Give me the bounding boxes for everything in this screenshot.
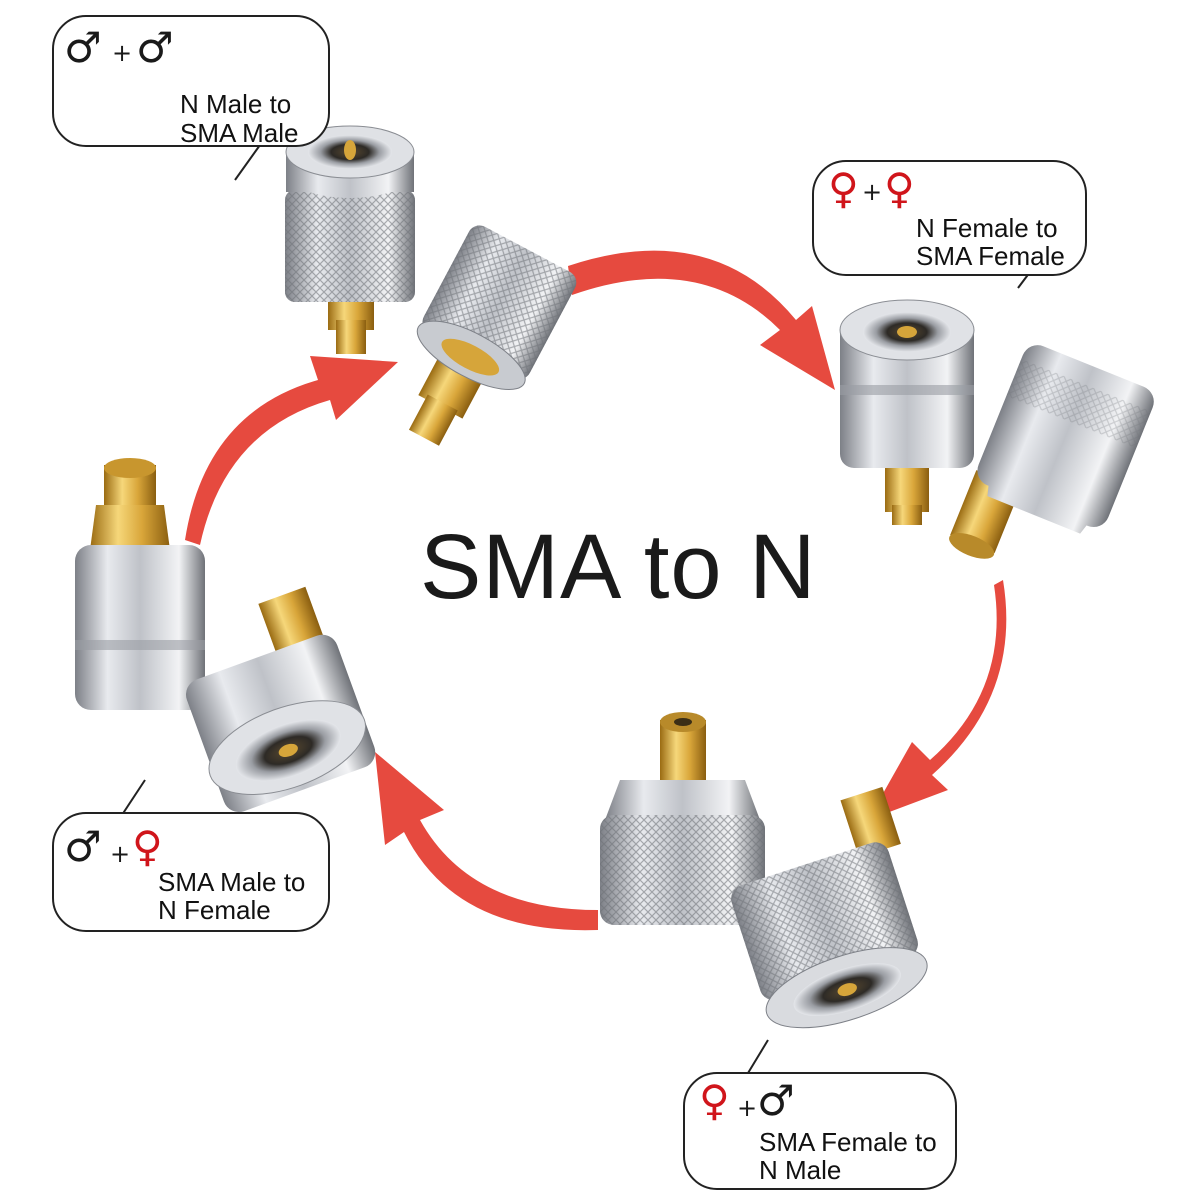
callout-label-line2: SMA Female	[916, 241, 1065, 271]
female-symbol-icon: ♀	[828, 164, 859, 213]
arrow-right-down	[868, 580, 1007, 820]
callout-label-line1: N Male to	[180, 89, 292, 119]
callout-n-female-sma-female: ♀ + ♀ N Female to SMA Female	[812, 160, 1087, 276]
sma-male-n-female-adapter-back	[75, 458, 205, 710]
plus-icon: +	[112, 39, 133, 67]
female-symbol-icon: ♀	[884, 164, 915, 213]
sma-female-n-male-adapter-back	[600, 712, 765, 925]
arrow-left-up	[185, 356, 398, 545]
arrow-bottom-left	[375, 752, 598, 931]
callout-sma-female-n-male: ♀ + ♂ SMA Female to N Male	[683, 1072, 957, 1190]
plus-icon: +	[862, 178, 883, 206]
page-title: SMA to N	[420, 516, 817, 618]
male-symbol-icon: ♂	[64, 23, 102, 72]
callout-tails	[119, 144, 1031, 1079]
sma-male-n-female-adapter-front	[185, 586, 376, 813]
male-symbol-icon: ♂	[64, 822, 102, 871]
arrow-top-right	[568, 250, 835, 390]
plus-icon: +	[110, 840, 131, 868]
n-male-sma-male-adapter-back	[285, 125, 415, 354]
n-male-sma-male-adapter-front	[408, 225, 577, 446]
callout-label-line2: SMA Male	[180, 118, 299, 148]
plus-icon: +	[737, 1094, 758, 1122]
female-symbol-icon: ♀	[132, 822, 163, 871]
male-symbol-icon: ♂	[136, 23, 174, 72]
n-female-sma-female-adapter-back	[949, 345, 1154, 559]
callout-sma-male-n-female: ♂ + ♀ SMA Male to N Female	[52, 812, 330, 932]
female-symbol-icon: ♀	[699, 1076, 730, 1125]
callout-label-line2: N Male	[759, 1155, 842, 1185]
sma-female-n-male-adapter-front	[731, 786, 928, 1029]
callout-label-line1: N Female to	[916, 213, 1058, 243]
callout-label-line1: SMA Female to	[759, 1127, 937, 1157]
n-female-sma-female-adapter-front	[839, 299, 975, 525]
callout-label-line2: N Female	[158, 895, 271, 925]
callout-n-male-sma-male: ♂ + ♂ N Male to SMA Male	[52, 15, 330, 148]
male-symbol-icon: ♂	[757, 1076, 795, 1125]
callout-label-line1: SMA Male to	[158, 867, 306, 897]
